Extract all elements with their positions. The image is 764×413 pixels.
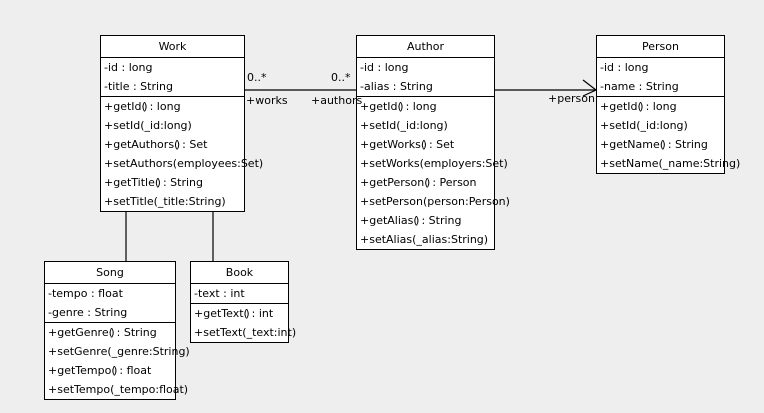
class-name-person: Person	[597, 36, 724, 58]
class-attributes-person: -id : long -name : String	[597, 58, 724, 97]
attribute-row: -name : String	[600, 80, 679, 93]
multiplicity-work-end: 0..*	[247, 71, 267, 84]
method-row: +setText(_text:int)	[194, 326, 297, 339]
attribute-row: -tempo : float	[48, 287, 123, 300]
method-row: +getName() : String	[600, 138, 708, 151]
method-row: +setTempo(_tempo:float)	[48, 383, 189, 396]
method-row: +getWorks() : Set	[360, 138, 455, 151]
attribute-row: -alias : String	[360, 80, 433, 93]
method-row: +getId() : long	[360, 100, 437, 113]
method-row: +getTitle() : String	[104, 176, 203, 189]
attribute-row: -text : int	[194, 287, 245, 300]
class-methods-song: +getGenre() : String +setGenre(_genre:St…	[45, 323, 190, 399]
method-row: +setGenre(_genre:String)	[48, 345, 190, 358]
method-row: +setAlias(_alias:String)	[360, 233, 489, 246]
method-row: +getTempo() : float	[48, 364, 152, 377]
method-row: +getPerson() : Person	[360, 176, 477, 189]
method-row: +getAlias() : String	[360, 214, 462, 227]
method-row: +setId(_id:long)	[360, 119, 448, 132]
attribute-row: -title : String	[104, 80, 174, 93]
class-attributes-song: -tempo : float -genre : String	[45, 284, 175, 323]
method-row: +setPerson(person:Person)	[360, 195, 510, 208]
method-row: +setId(_id:long)	[600, 119, 688, 132]
attribute-row: -id : long	[360, 61, 409, 74]
method-row: +setId(_id:long)	[104, 119, 192, 132]
class-name-song: Song	[45, 262, 175, 284]
method-row: +setWorks(employers:Set)	[360, 157, 508, 170]
class-box-person[interactable]: Person -id : long -name : String +getId(…	[596, 35, 741, 174]
class-attributes-work: -id : long -title : String	[101, 58, 244, 97]
method-row: +getText() : int	[194, 307, 274, 320]
class-name-author: Author	[357, 36, 494, 58]
class-methods-work: +getId() : long +setId(_id:long) +getAut…	[101, 97, 264, 211]
role-authors: +authors	[311, 94, 363, 107]
attribute-row: -id : long	[104, 61, 153, 74]
class-attributes-book: -text : int	[191, 284, 288, 304]
role-person: +person	[548, 92, 595, 105]
method-row: +getId() : long	[600, 100, 677, 113]
class-attributes-author: -id : long -alias : String	[357, 58, 494, 97]
attribute-row: -genre : String	[48, 306, 128, 319]
method-row: +getAuthors() : Set	[104, 138, 208, 151]
class-methods-person: +getId() : long +setId(_id:long) +getNam…	[597, 97, 741, 173]
role-works: +works	[246, 94, 288, 107]
method-row: +getId() : long	[104, 100, 181, 113]
method-row: +setName(_name:String)	[600, 157, 741, 170]
class-box-work[interactable]: Work -id : long -title : String +getId()…	[100, 35, 264, 212]
class-box-book[interactable]: Book -text : int +getText() : int +setTe…	[190, 261, 297, 343]
class-name-work: Work	[101, 36, 244, 58]
multiplicity-author-end: 0..*	[331, 71, 351, 84]
method-row: +getGenre() : String	[48, 326, 157, 339]
class-name-book: Book	[191, 262, 288, 284]
class-box-song[interactable]: Song -tempo : float -genre : String +get…	[44, 261, 190, 400]
method-row: +setAuthors(employees:Set)	[104, 157, 264, 170]
attribute-row: -id : long	[600, 61, 649, 74]
class-box-author[interactable]: Author -id : long -alias : String +getId…	[356, 35, 510, 250]
class-methods-book: +getText() : int +setText(_text:int)	[191, 304, 297, 342]
method-row: +setTitle(_title:String)	[104, 195, 226, 208]
class-methods-author: +getId() : long +setId(_id:long) +getWor…	[357, 97, 510, 249]
